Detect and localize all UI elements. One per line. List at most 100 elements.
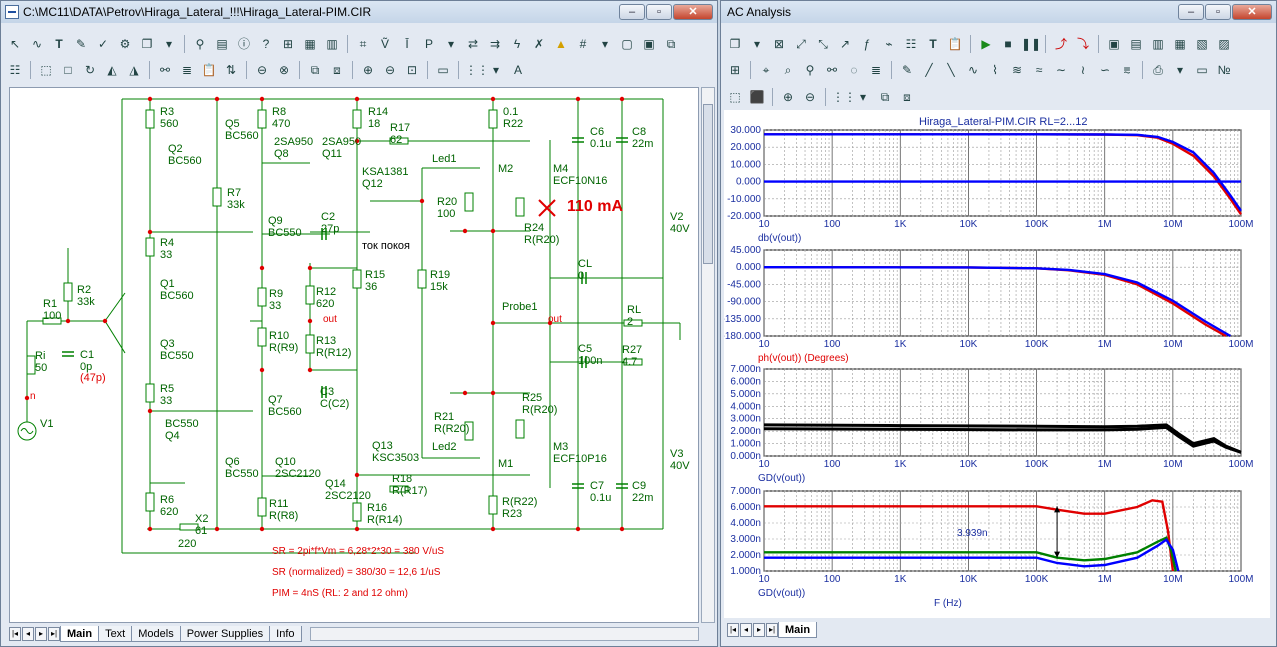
component-r22[interactable]: R(R22)R23: [502, 496, 537, 520]
pins-icon[interactable]: ⊞: [282, 37, 294, 51]
wave7-icon[interactable]: ∽: [1099, 63, 1111, 77]
table-icon[interactable]: ▥: [326, 37, 338, 51]
cancel-icon[interactable]: ⊗: [278, 63, 290, 77]
sort-icon[interactable]: ⇅: [225, 63, 237, 77]
page-icon[interactable]: ▭: [1196, 63, 1208, 77]
tile6-icon[interactable]: ▨: [1218, 37, 1230, 51]
flip-icon[interactable]: ◮: [129, 63, 139, 77]
region-icon[interactable]: ⬚: [729, 90, 741, 104]
page-icon[interactable]: ▢: [621, 37, 633, 51]
tab-power-supplies[interactable]: Power Supplies: [179, 626, 271, 642]
grid-icon[interactable]: ⊞: [729, 63, 741, 77]
print-icon[interactable]: ⎙: [1153, 63, 1163, 77]
copy-icon[interactable]: ❐: [141, 37, 153, 51]
slope2-icon[interactable]: ╲: [947, 63, 955, 77]
text-icon[interactable]: T: [55, 37, 63, 51]
analysis-maximize-button[interactable]: ▫: [1205, 4, 1231, 20]
scale-icon[interactable]: ⊠: [773, 37, 785, 51]
component-probe1[interactable]: Probe1: [502, 301, 537, 313]
first-tab-icon[interactable]: |◂: [9, 627, 21, 641]
select-icon[interactable]: ↖: [9, 37, 21, 51]
info-icon[interactable]: ⓘ: [237, 37, 250, 51]
zoom-in-icon[interactable]: ⊕: [782, 90, 794, 104]
zoom-in-icon[interactable]: ⊕: [362, 63, 374, 77]
tab-text[interactable]: Text: [98, 626, 133, 642]
palette-icon[interactable]: ⋮⋮: [465, 63, 489, 77]
copy-icon[interactable]: ❐: [729, 37, 741, 51]
dropdown-icon-2[interactable]: ▾: [447, 37, 455, 51]
pen-icon[interactable]: ✎: [75, 37, 87, 51]
dropdown-icon-3[interactable]: ▾: [601, 37, 609, 51]
component-m1[interactable]: M1: [498, 458, 513, 470]
power-icon[interactable]: P: [424, 37, 433, 51]
analysis-close-button[interactable]: ✕: [1232, 4, 1272, 20]
step2-icon[interactable]: ⤵: [1076, 37, 1089, 51]
mirror-icon[interactable]: ◭: [107, 63, 117, 77]
properties-icon[interactable]: ☷: [9, 63, 21, 77]
box-icon[interactable]: □: [64, 63, 72, 77]
slope-icon[interactable]: ╱: [925, 63, 933, 77]
checkmark-icon[interactable]: ✓: [97, 37, 109, 51]
cursor-icon[interactable]: ↗: [839, 37, 851, 51]
scale2-icon[interactable]: ⤡: [818, 37, 828, 51]
dropdown-icon[interactable]: ▾: [753, 37, 761, 51]
rotate-icon[interactable]: ↻: [84, 63, 96, 77]
stop-icon[interactable]: ⊖: [256, 63, 268, 77]
page2-icon[interactable]: ▣: [643, 37, 655, 51]
analysis-prev-tab-icon[interactable]: ◂: [740, 623, 752, 637]
tab-main[interactable]: Main: [60, 626, 100, 642]
current-icon[interactable]: Ī: [405, 37, 409, 51]
bolt-icon[interactable]: ϟ: [513, 37, 521, 51]
wave-icon[interactable]: ∿: [967, 63, 979, 77]
chart-icon[interactable]: ⌁: [885, 37, 893, 51]
layers2-icon[interactable]: ⧈: [903, 90, 911, 104]
layers-icon[interactable]: ⧉: [880, 90, 890, 104]
tile2-icon[interactable]: ▤: [1130, 37, 1142, 51]
region-icon[interactable]: ⬚: [40, 63, 52, 77]
low-icon[interactable]: ⚯: [826, 63, 838, 77]
list-icon[interactable]: ≣: [181, 63, 193, 77]
node-voltage-icon[interactable]: Ṽ: [380, 37, 389, 51]
minimize-button[interactable]: –: [619, 4, 645, 20]
valley-icon[interactable]: ⌕: [784, 63, 792, 77]
analysis-minimize-button[interactable]: –: [1178, 4, 1204, 20]
list-icon[interactable]: ≣: [870, 63, 882, 77]
run-icon[interactable]: ▶: [981, 37, 991, 51]
text-icon[interactable]: T: [929, 37, 937, 51]
schematic-horizontal-scrollbar[interactable]: [309, 627, 699, 641]
wave8-icon[interactable]: ⩳: [1123, 63, 1131, 77]
analysis-tab-main[interactable]: Main: [778, 622, 818, 638]
book-icon[interactable]: ▤: [216, 37, 228, 51]
palette-icon[interactable]: ⋮⋮: [832, 90, 856, 104]
clipboard-icon[interactable]: 📋: [947, 37, 963, 51]
zoom-out-icon[interactable]: ⊖: [384, 63, 396, 77]
